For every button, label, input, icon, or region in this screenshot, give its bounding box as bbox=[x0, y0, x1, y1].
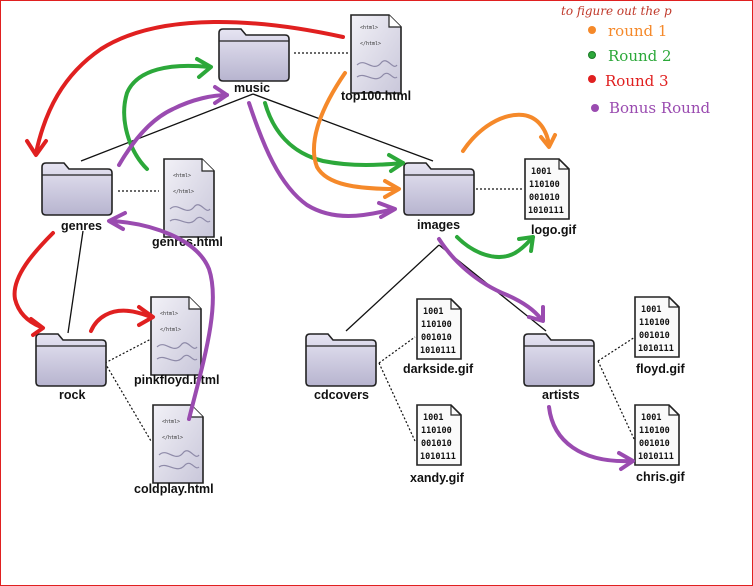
svg-text:1010111: 1010111 bbox=[528, 206, 564, 216]
svg-text:<html>: <html> bbox=[160, 311, 178, 317]
legend-round3: Round 3 bbox=[605, 72, 669, 90]
legend-dot-round1 bbox=[588, 26, 596, 34]
legend-bonus-round: Bonus Round bbox=[609, 99, 710, 117]
coldplay-html-file-icon: <html> </html> bbox=[152, 404, 204, 484]
header-scribble: to figure out the p bbox=[561, 4, 672, 18]
darkside-gif-file-icon: 1001 110100 001010 1010111 bbox=[416, 298, 462, 360]
svg-text:001010: 001010 bbox=[421, 333, 452, 343]
svg-text:110100: 110100 bbox=[421, 426, 452, 436]
floyd-gif-file-icon: 1001 110100 001010 1010111 bbox=[634, 296, 680, 358]
svg-text:<html>: <html> bbox=[173, 173, 191, 179]
music-folder-icon bbox=[218, 28, 290, 82]
top100-html-file-icon: <html> </html> bbox=[350, 14, 402, 94]
bonus-round-arrows bbox=[107, 85, 635, 471]
cdcovers-folder-icon bbox=[305, 333, 377, 387]
legend-round1: round 1 bbox=[608, 22, 667, 40]
music-label: music bbox=[234, 81, 270, 95]
chris-label: chris.gif bbox=[636, 470, 685, 484]
xandy-label: xandy.gif bbox=[410, 471, 465, 485]
svg-text:110100: 110100 bbox=[639, 318, 670, 328]
genres-folder-icon bbox=[41, 162, 113, 216]
svg-text:001010: 001010 bbox=[529, 193, 560, 203]
svg-text:<html>: <html> bbox=[162, 419, 180, 425]
legend-dot-bonus bbox=[591, 104, 599, 112]
svg-text:<html>: <html> bbox=[360, 25, 378, 31]
genres-label: genres bbox=[61, 219, 102, 233]
round1-arrows bbox=[312, 71, 557, 199]
svg-text:1010111: 1010111 bbox=[638, 452, 674, 462]
images-label: images bbox=[417, 218, 460, 232]
round2-arrows bbox=[122, 57, 535, 259]
coldplay-label: coldplay.html bbox=[134, 482, 214, 496]
svg-text:</html>: </html> bbox=[162, 435, 183, 441]
svg-text:1001: 1001 bbox=[641, 305, 661, 315]
svg-text:1010111: 1010111 bbox=[638, 344, 674, 354]
xandy-gif-file-icon: 1001 110100 001010 1010111 bbox=[416, 404, 462, 466]
round3-arrows bbox=[12, 20, 345, 337]
svg-text:110100: 110100 bbox=[639, 426, 670, 436]
floyd-label: floyd.gif bbox=[636, 362, 685, 376]
darkside-label: darkside.gif bbox=[403, 362, 474, 376]
artists-folder-icon bbox=[523, 333, 595, 387]
svg-text:1010111: 1010111 bbox=[420, 346, 456, 356]
pinkfloyd-label: pinkfloyd.html bbox=[134, 373, 219, 387]
pinkfloyd-html-file-icon: <html> </html> bbox=[150, 296, 202, 376]
genres-html-file-icon: <html> </html> bbox=[163, 158, 215, 238]
images-folder-icon bbox=[403, 162, 475, 216]
artists-label: artists bbox=[542, 388, 580, 402]
svg-text:</html>: </html> bbox=[360, 41, 381, 47]
top100-label: top100.html bbox=[341, 89, 411, 103]
cdcovers-label: cdcovers bbox=[314, 388, 369, 402]
logo-gif-file-icon: 1001 110100 001010 1010111 bbox=[524, 158, 570, 220]
svg-text:001010: 001010 bbox=[421, 439, 452, 449]
chris-gif-file-icon: 1001 110100 001010 1010111 bbox=[634, 404, 680, 466]
svg-text:110100: 110100 bbox=[529, 180, 560, 190]
logo-label: logo.gif bbox=[531, 223, 577, 237]
svg-text:1001: 1001 bbox=[423, 307, 443, 317]
rock-folder-icon bbox=[35, 333, 107, 387]
svg-text:</html>: </html> bbox=[160, 327, 181, 333]
legend-dot-round3 bbox=[588, 75, 596, 83]
svg-text:001010: 001010 bbox=[639, 439, 670, 449]
svg-text:1001: 1001 bbox=[641, 413, 661, 423]
legend-dot-round2 bbox=[588, 51, 596, 59]
legend: round 1 Round 2 Round 3 Bonus Round bbox=[588, 22, 710, 117]
svg-text:001010: 001010 bbox=[639, 331, 670, 341]
dotted-connectors bbox=[104, 52, 636, 442]
svg-text:1010111: 1010111 bbox=[420, 452, 456, 462]
legend-round2: Round 2 bbox=[608, 47, 672, 65]
rock-label: rock bbox=[59, 388, 85, 402]
svg-text:1001: 1001 bbox=[531, 167, 551, 177]
svg-text:1001: 1001 bbox=[423, 413, 443, 423]
svg-text:110100: 110100 bbox=[421, 320, 452, 330]
svg-text:</html>: </html> bbox=[173, 189, 194, 195]
